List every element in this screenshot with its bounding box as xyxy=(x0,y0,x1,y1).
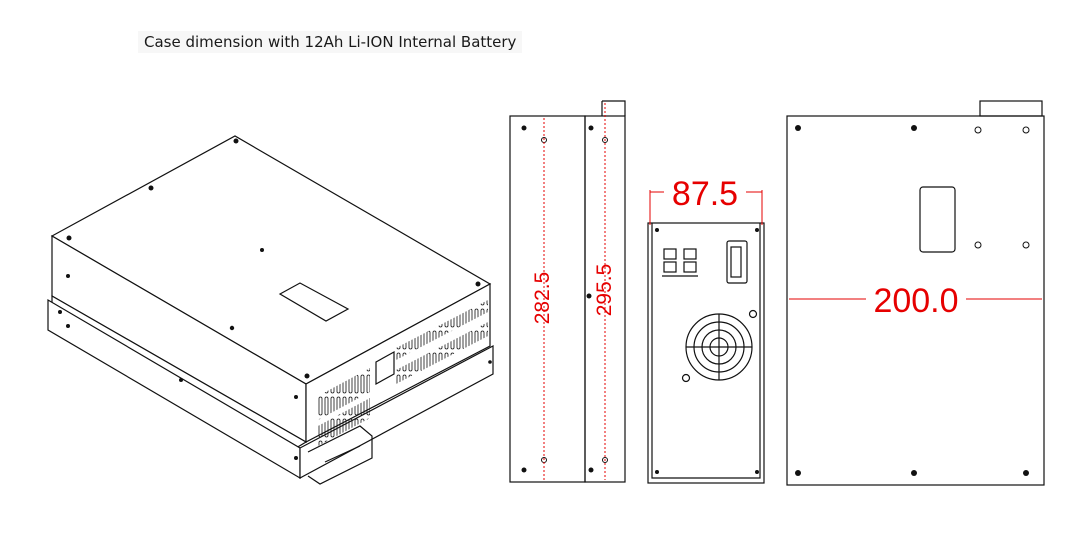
dim-87-5: 87.5 xyxy=(672,175,738,213)
dim-295-5: 295.5 xyxy=(593,264,616,317)
top-view xyxy=(786,100,1045,486)
iso-top-slot xyxy=(278,282,350,322)
dim-200-0: 200.0 xyxy=(873,282,958,320)
iso-base-right xyxy=(299,345,494,480)
end-panel xyxy=(647,222,765,484)
diagram-title: Case dimension with 12Ah Li-ION Internal… xyxy=(138,31,523,53)
top-window xyxy=(919,186,956,253)
end-dimension-lines xyxy=(649,190,763,225)
end-view xyxy=(647,222,765,484)
top-panel xyxy=(786,115,1045,486)
side-dimension-lines xyxy=(543,103,606,480)
isometric-view xyxy=(47,135,494,485)
dim-282-5: 282.5 xyxy=(531,272,554,325)
